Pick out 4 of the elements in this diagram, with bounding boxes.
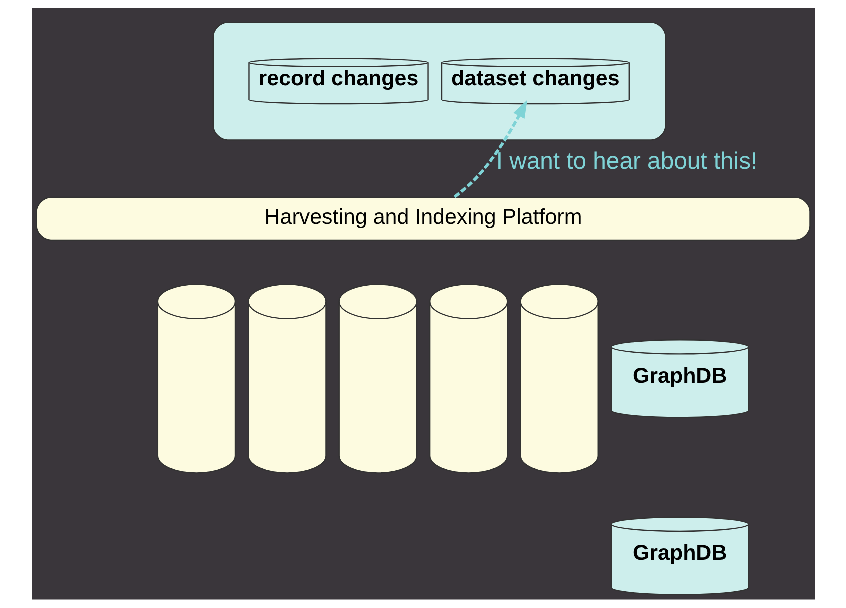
arrow xyxy=(453,100,527,198)
edge-label: I want to hear about this! xyxy=(496,148,758,175)
cluster xyxy=(212,22,666,141)
node-box: Harvesting and Indexing Platform xyxy=(36,196,810,242)
